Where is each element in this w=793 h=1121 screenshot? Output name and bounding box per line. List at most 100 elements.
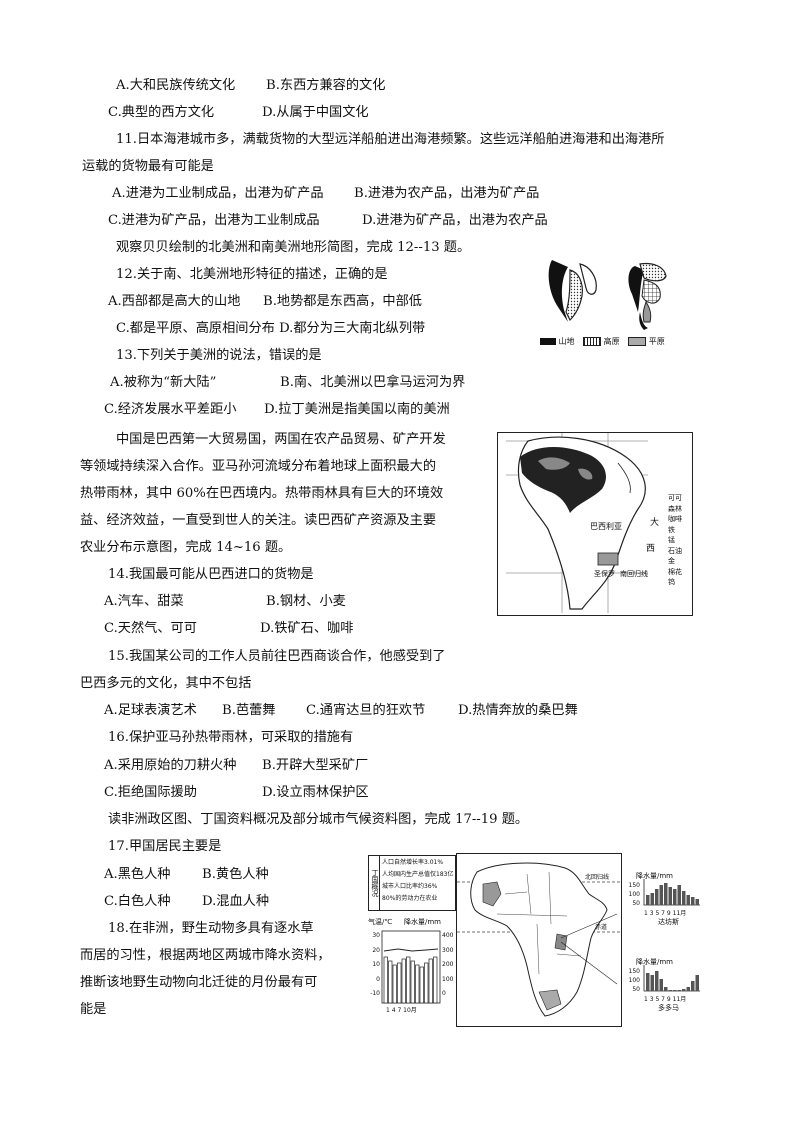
- label-west: 西: [646, 544, 656, 554]
- info-line: 人均国内生产总值仅183亿: [382, 871, 454, 878]
- info-title: 丁国概况: [369, 856, 380, 910]
- legend-item: 石油: [668, 546, 682, 555]
- q12-option-b: B.地势都是东西高，中部低: [263, 294, 422, 309]
- q14-option-c: C.天然气、可可: [104, 621, 197, 636]
- africa-figure: 丁国概况 人口自然增长率3.01% 人均国内生产总值仅183亿 城市人口比率约3…: [368, 853, 724, 1027]
- africa-political-map: 北回归线 赤道: [456, 853, 622, 1027]
- q14-option-d: D.铁矿石、咖啡: [260, 621, 354, 636]
- q18-stem-line2: 而居的习性，根据两地区两城市降水资料，: [80, 948, 331, 963]
- top-chart-months: 1 3 5 7 9 11月: [644, 910, 687, 917]
- legend-item: 铁: [668, 525, 675, 534]
- legend-item: 金: [668, 557, 675, 565]
- intro-17-19: 读非洲政区图、丁国资料概况及部分城市气候资料图，完成 17--19 题。: [108, 812, 529, 827]
- q11-option-c: C.进港为矿产品，出港为工业制成品: [108, 213, 320, 228]
- legend-item: 钨: [668, 578, 675, 586]
- bottom-precip-chart: [643, 965, 700, 992]
- q12-option-cd: C.都是平原、高原相间分布 D.都分为三大南北纵列带: [116, 321, 426, 336]
- q11-stem-line1: 11.日本海港城市多，满载货物的大型远洋船舶进出海港频繁。这些远洋船舶进海港和出…: [116, 132, 665, 147]
- country-info-box: 丁国概况 人口自然增长率3.01% 人均国内生产总值仅183亿 城市人口比率约3…: [368, 855, 456, 911]
- legend-plateau: 高原: [603, 337, 620, 346]
- q16-option-c: C.拒绝国际援助: [104, 785, 197, 800]
- left-climate-chart: [381, 930, 441, 1004]
- label-tropic-cancer: 北回归线: [585, 874, 610, 881]
- q15-stem-line2: 巴西多元的文化，其中不包括: [80, 676, 252, 691]
- legend-item: 棉花: [668, 567, 682, 576]
- label-ocean: 大: [650, 518, 660, 528]
- q17-option-b: B.黄色人种: [202, 867, 269, 882]
- q14-stem: 14.我国最可能从巴西进口的货物是: [108, 567, 314, 582]
- q18-stem-line1: 18.在非洲，野生动物多具有逐水草: [108, 921, 314, 936]
- q16-option-a: A.采用原始的刀耕火种: [104, 758, 237, 773]
- info-line: 城市人口比率约36%: [382, 883, 438, 890]
- q16-option-b: B.开辟大型采矿厂: [262, 758, 369, 773]
- q14-option-b: B.钢材、小麦: [266, 594, 346, 609]
- brazil-legend: 可可 森林 咖啡 铁 锰 石油 金 棉花 钨: [668, 493, 682, 588]
- q13-option-a: A.被称为“新大陆”: [110, 375, 217, 390]
- left-chart-precip-label: 降水量/mm: [404, 918, 441, 926]
- bottom-chart-label: 降水量/mm: [636, 958, 673, 966]
- intro-14-16-line3: 热带雨林，其中 60%在巴西境内。热带雨林具有巨大的环境效: [80, 486, 444, 501]
- legend-plain-swatch: [628, 337, 647, 346]
- q13-option-b: B.南、北美洲以巴拿马运河为界: [280, 375, 466, 390]
- left-chart-temp-label: 气温/℃: [368, 918, 393, 926]
- q12-stem: 12.关于南、北美洲地形特征的描述，正确的是: [116, 267, 388, 282]
- intro-14-16-line1: 中国是巴西第一大贸易国，两国在农产品贸易、矿产开发: [116, 432, 446, 447]
- q11-option-a: A.进港为工业制成品，出港为矿产品: [112, 186, 324, 201]
- legend-mountain-swatch: [540, 338, 556, 345]
- q13-option-c: C.经济发展水平差距小: [104, 402, 237, 417]
- top-precip-chart: [643, 879, 700, 906]
- brazil-resources-map: 巴西利亚 大 西 圣保罗 南回归线 可可 森林 咖啡 铁 锰 石油 金 棉花 钨: [497, 432, 693, 616]
- legend-plain: 平原: [648, 337, 665, 346]
- intro-12-13: 观察贝贝绘制的北美洲和南美洲地形简图，完成 12--13 题。: [116, 240, 471, 255]
- q17-option-c: C.白色人种: [104, 894, 171, 909]
- q17-option-d: D.混血人种: [202, 894, 270, 909]
- q15-option-d: D.热情奔放的桑巴舞: [458, 703, 578, 718]
- intro-14-16-line4: 益、经济效益，一直受到世人的关注。读巴西矿产资源及主要: [80, 513, 437, 528]
- q15-option-a: A.足球表演艺术: [104, 703, 197, 718]
- legend-item: 锰: [668, 536, 675, 544]
- legend-item: 森林: [668, 504, 682, 513]
- intro-14-16-line5: 农业分布示意图，完成 14~16 题。: [80, 540, 292, 555]
- top-chart-city: 达坊斯: [658, 918, 679, 926]
- top-chart-label: 降水量/mm: [636, 872, 673, 880]
- q13-option-d: D.拉丁美洲是指美国以南的美洲: [264, 402, 450, 417]
- q10-option-c: C.典型的西方文化: [108, 105, 215, 120]
- label-brasilia: 巴西利亚: [590, 522, 622, 531]
- info-line: 人口自然增长率3.01%: [382, 859, 444, 866]
- q15-stem-line1: 15.我国某公司的工作人员前往巴西商谈合作，他感受到了: [108, 649, 446, 664]
- label-tropic: 南回归线: [620, 570, 648, 578]
- q10-option-a: A.大和民族传统文化: [116, 78, 236, 93]
- q16-stem: 16.保护亚马孙热带雨林，可采取的措施有: [108, 730, 354, 745]
- q11-option-b: B.进港为农产品，出港为矿产品: [354, 186, 540, 201]
- label-equator: 赤道: [595, 924, 608, 931]
- q15-option-b: B.芭蕾舞: [222, 703, 276, 718]
- legend-item: 咖啡: [668, 515, 682, 523]
- q13-stem: 13.下列关于美洲的说法，错误的是: [116, 348, 322, 363]
- q17-stem: 17.甲国居民主要是: [108, 839, 222, 854]
- q11-option-d: D.进港为矿产品，出港为农产品: [362, 213, 548, 228]
- legend-item: 可可: [668, 494, 682, 502]
- q11-stem-line2: 运载的货物最有可能是: [82, 159, 214, 174]
- q10-option-d: D.从属于中国文化: [262, 105, 369, 120]
- q15-option-c: C.通宵达旦的狂欢节: [306, 703, 426, 718]
- q10-option-b: B.东西方兼容的文化: [266, 78, 386, 93]
- q18-stem-line4: 能是: [80, 1002, 107, 1017]
- q14-option-a: A.汽车、甜菜: [104, 594, 184, 609]
- info-line: 80%的劳动力在农业: [382, 895, 438, 902]
- label-sao-paulo: 圣保罗: [594, 570, 615, 578]
- q12-option-a: A.西部都是高大的山地: [108, 294, 241, 309]
- legend-mountain: 山地: [558, 337, 575, 346]
- americas-terrain-map: 山地 高原 平原: [540, 252, 680, 352]
- q16-option-d: D.设立雨林保护区: [262, 785, 369, 800]
- intro-14-16-line2: 等领域持续深入合作。亚马孙河流域分布着地球上面积最大的: [80, 459, 437, 474]
- left-chart-months: 1 4 7 10月: [386, 1007, 417, 1014]
- legend-plateau-swatch: [583, 337, 602, 346]
- q17-option-a: A.黑色人种: [104, 867, 171, 882]
- bottom-chart-city: 多多马: [658, 1004, 679, 1012]
- q18-stem-line3: 推断该地野生动物向北迁徙的月份最有可: [80, 975, 318, 990]
- bottom-chart-months: 1 3 5 7 9 11月: [644, 996, 687, 1003]
